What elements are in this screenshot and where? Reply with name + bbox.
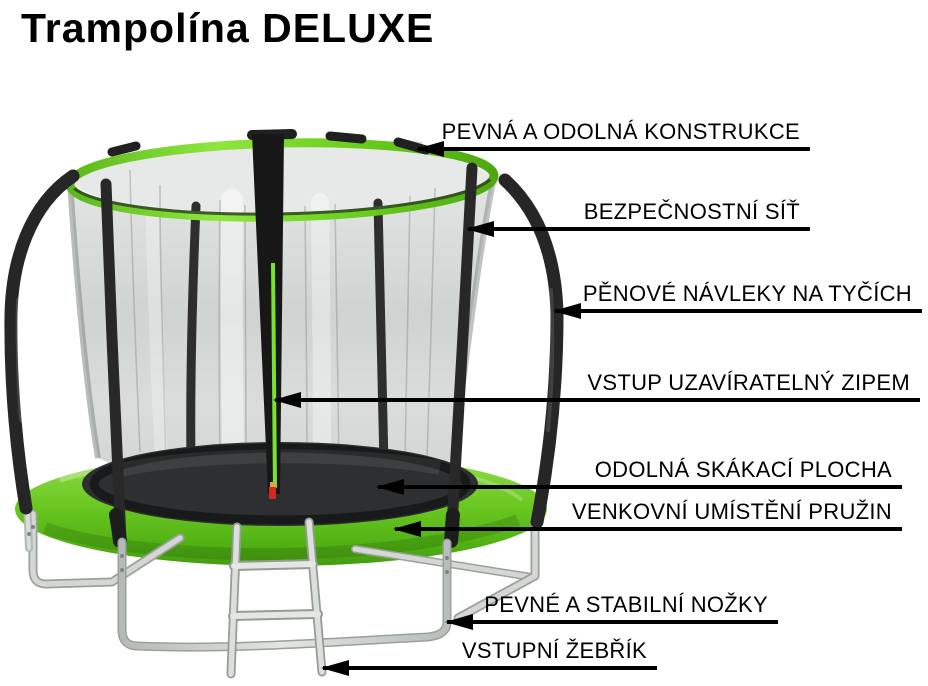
leader-arrow — [393, 521, 902, 537]
callout-plocha: ODOLNÁ SKÁKACÍ PLOCHA — [376, 457, 902, 495]
callout-label: VSTUPNÍ ŽEBŘÍK — [461, 638, 647, 663]
leader-arrow — [466, 221, 810, 237]
callout-nozky: PEVNÉ A STABILNÍ NOŽKY — [445, 592, 778, 630]
pad-front-shade — [43, 514, 521, 561]
leader-arrow — [376, 479, 902, 495]
net-highlights — [145, 189, 331, 463]
page-title: Trampolína DELUXE — [21, 5, 435, 51]
leader-arrow — [553, 303, 922, 319]
callout-label: VSTUP UZAVÍRATELNÝ ZIPEM — [587, 370, 910, 395]
callout-label: PEVNÉ A STABILNÍ NOŽKY — [484, 592, 768, 617]
net-folds — [129, 169, 436, 469]
leader-arrow — [416, 141, 810, 157]
callout-label: BEZPEČNOSTNÍ SÍŤ — [583, 199, 800, 224]
callout-label: PEVNÁ A ODOLNÁ KONSTRUKCE — [441, 119, 800, 144]
callout-vstup: VSTUP UZAVÍRATELNÝ ZIPEM — [273, 370, 920, 408]
callout-konstrukce: PEVNÁ A ODOLNÁ KONSTRUKCE — [416, 119, 810, 157]
ladder — [226, 517, 327, 679]
callout-zebrik: VSTUPNÍ ŽEBŘÍK — [321, 638, 657, 676]
callout-navleky: PĚNOVÉ NÁVLEKY NA TYČÍCH — [553, 281, 922, 319]
leader-arrow — [273, 392, 920, 408]
frame-legs — [23, 494, 540, 652]
callout-label: PĚNOVÉ NÁVLEKY NA TYČÍCH — [582, 281, 912, 306]
callout-label: ODOLNÁ SKÁKACÍ PLOCHA — [594, 457, 892, 482]
callout-pruziny: VENKOVNÍ UMÍSTĚNÍ PRUŽIN — [393, 499, 902, 537]
leader-arrow — [321, 660, 657, 676]
callout-label: VENKOVNÍ UMÍSTĚNÍ PRUŽIN — [571, 499, 892, 524]
safety-net — [70, 180, 494, 479]
callout-sit: BEZPEČNOSTNÍ SÍŤ — [466, 199, 810, 237]
net-poles-inner — [186, 198, 389, 471]
leader-arrow — [445, 614, 778, 630]
